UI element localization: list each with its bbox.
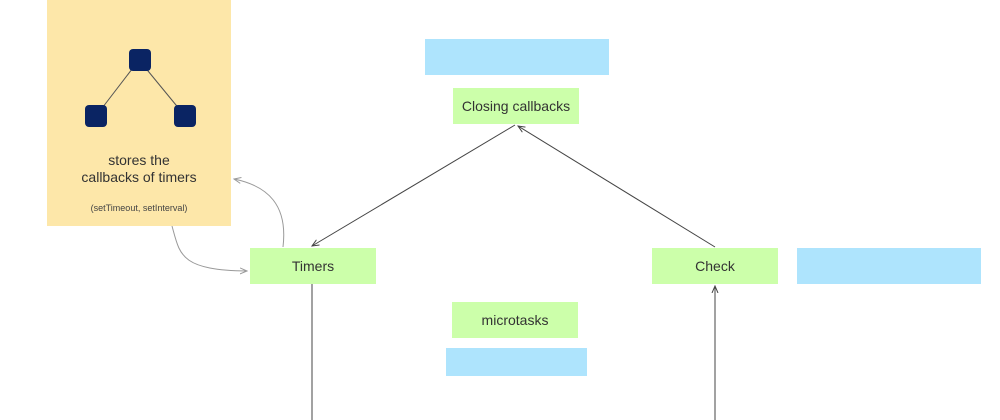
note-title-line-2: callbacks of timers bbox=[81, 169, 197, 185]
note-title-line-1: stores the bbox=[108, 152, 170, 168]
timers-node: Timers bbox=[250, 248, 376, 284]
edge-closing-to-timers bbox=[312, 124, 516, 246]
note-subtitle: (setTimeout, setInterval) bbox=[90, 203, 188, 213]
hierarchy-icon bbox=[85, 49, 196, 127]
check-node: Check bbox=[652, 248, 778, 284]
microtasks-node: microtasks bbox=[452, 302, 578, 338]
placeholder-box-bottom bbox=[446, 348, 587, 376]
placeholder-box-top bbox=[425, 39, 609, 75]
placeholder-box-right bbox=[797, 248, 981, 284]
edge-check-to-closing bbox=[518, 126, 716, 248]
edge-timers-to-note bbox=[234, 179, 285, 248]
closing-callbacks-node: Closing callbacks bbox=[453, 88, 579, 124]
timers-note: stores the callbacks of timers (setTimeo… bbox=[47, 0, 231, 226]
edge-note-to-timers bbox=[171, 225, 247, 271]
